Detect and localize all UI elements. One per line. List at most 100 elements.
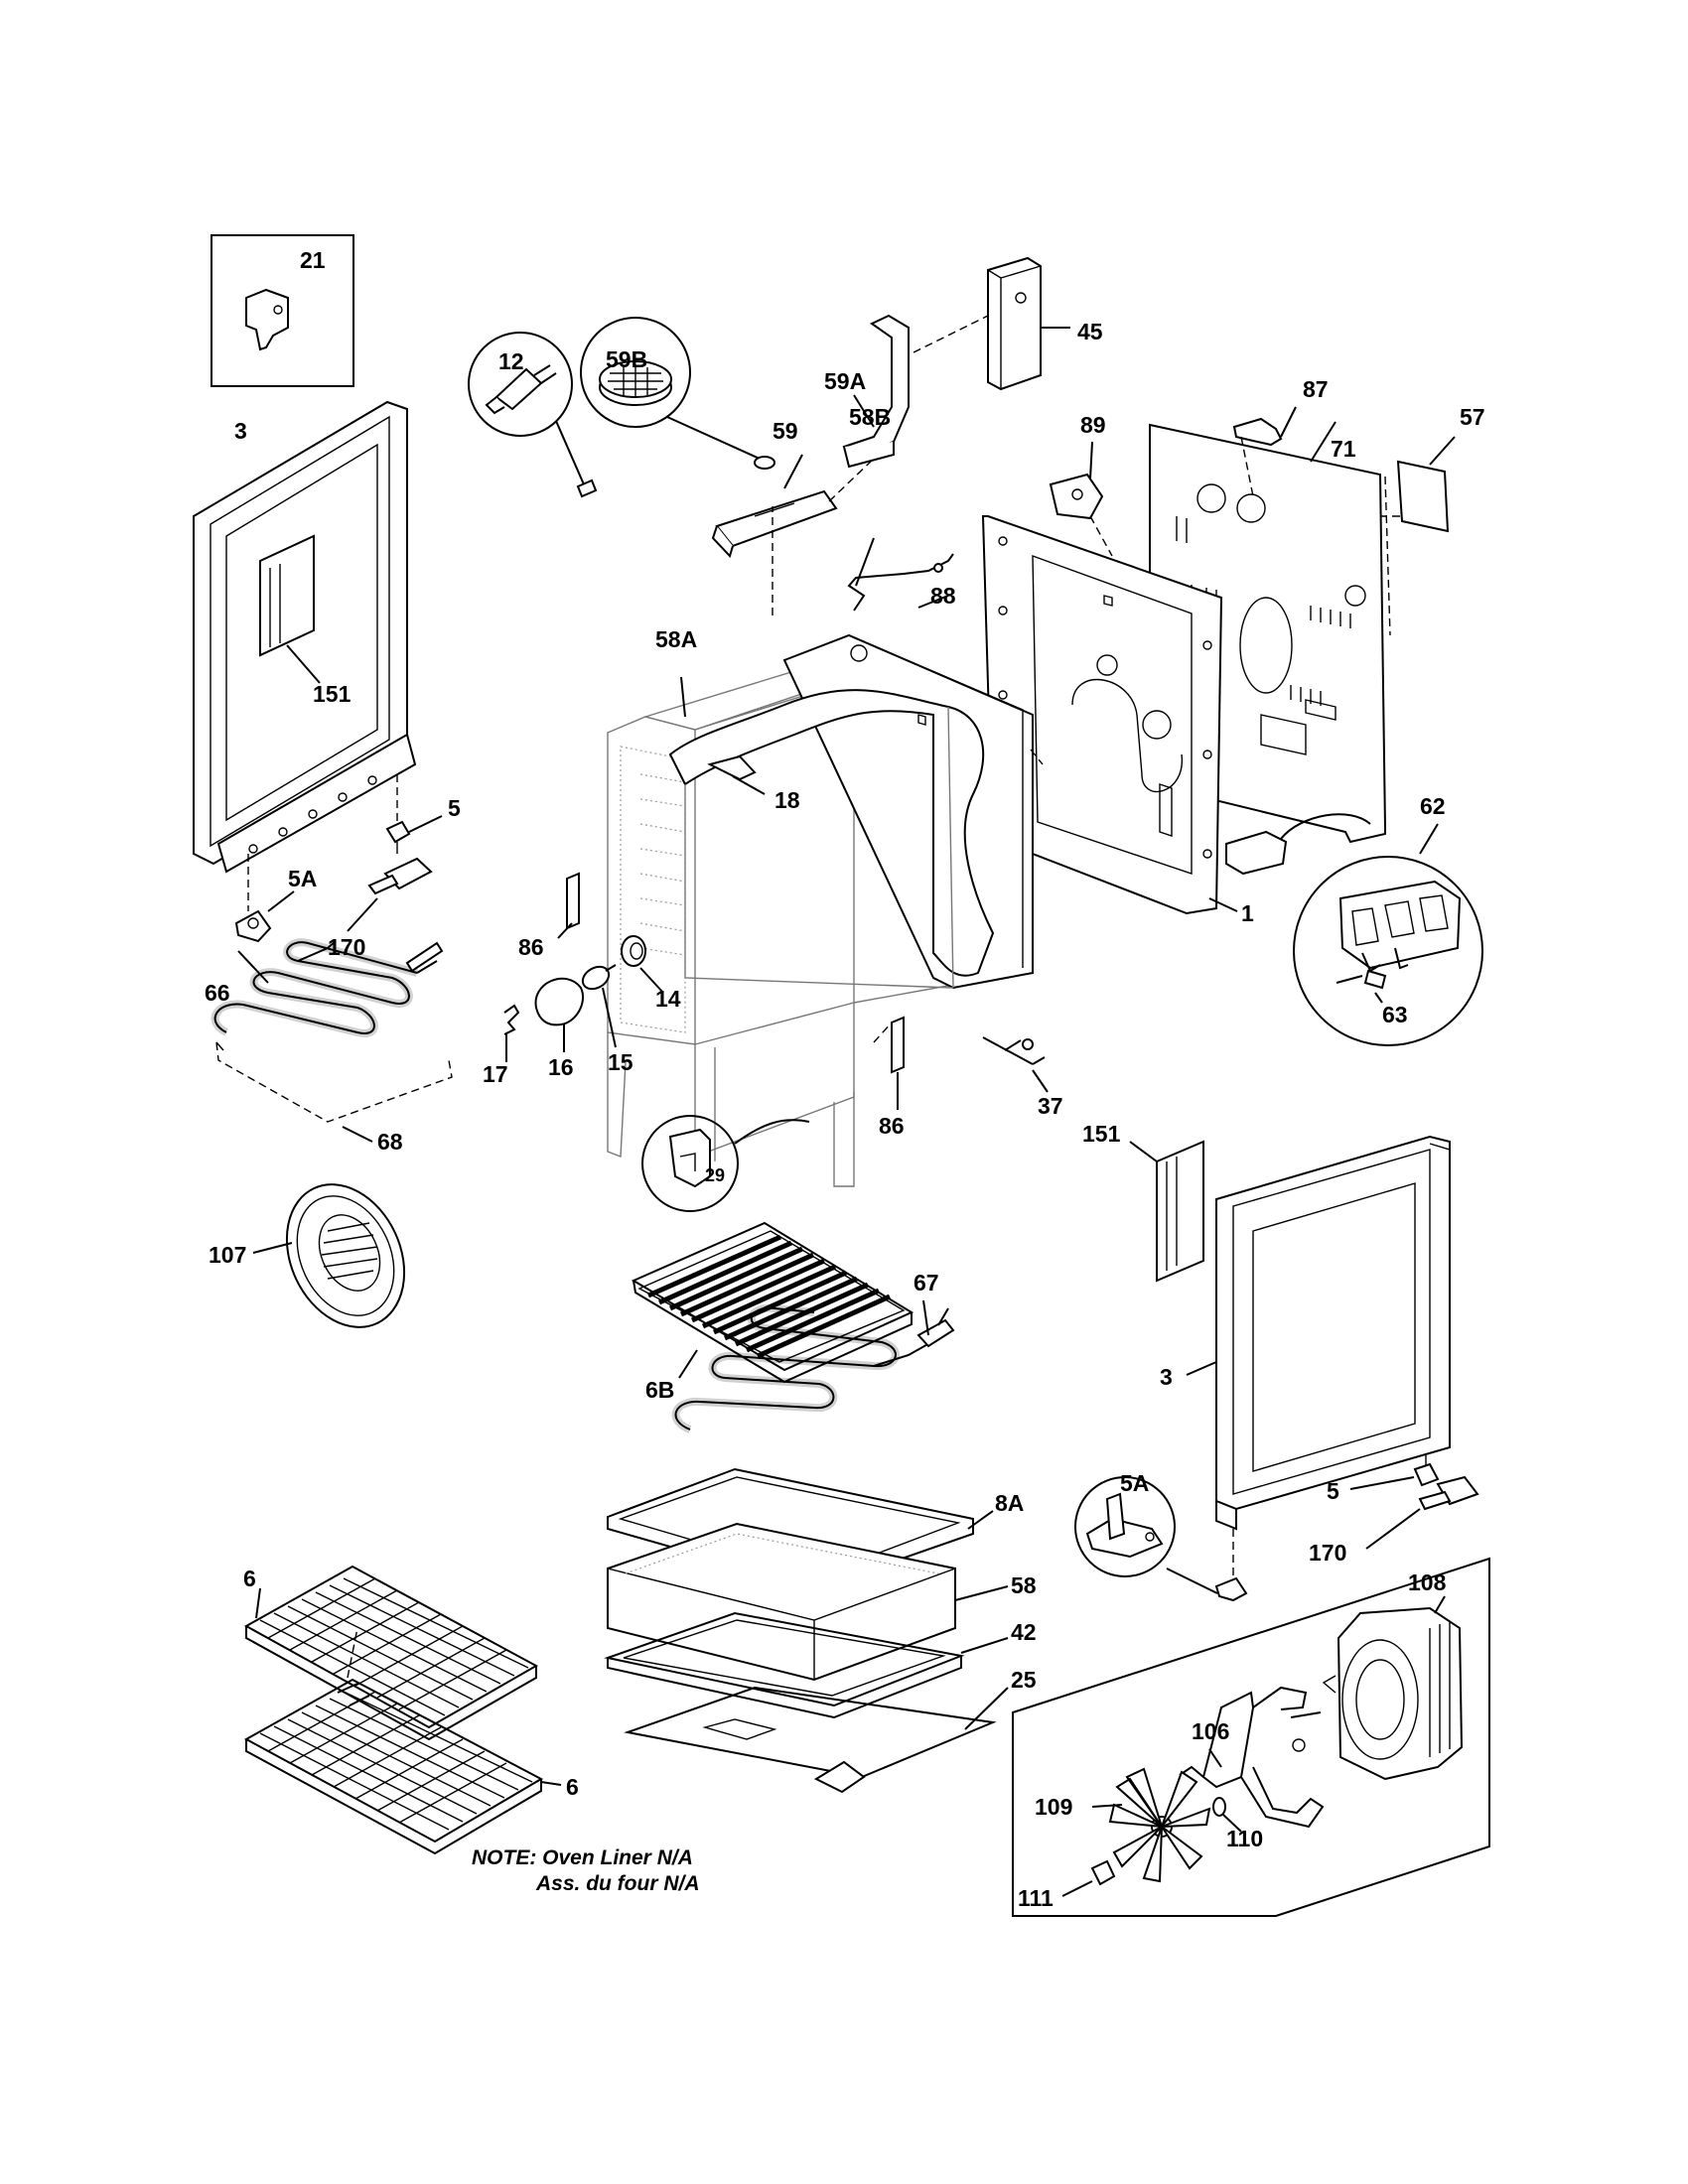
bracket-86-right <box>891 1016 905 1074</box>
note-line-2: Ass. du four N/A <box>535 1872 700 1895</box>
part-5a-inset <box>1074 1476 1176 1577</box>
label-14: 14 <box>655 986 681 1012</box>
label-29: 29 <box>705 1165 725 1185</box>
lamp-socket-14 <box>621 935 646 967</box>
label-170-right: 170 <box>1309 1540 1346 1566</box>
part-59b-inset <box>580 317 691 428</box>
label-111: 111 <box>1018 1885 1054 1911</box>
label-108: 108 <box>1408 1570 1447 1595</box>
label-86-left: 86 <box>518 934 544 960</box>
part-21-inset <box>211 234 354 387</box>
label-6-bottom: 6 <box>566 1774 579 1800</box>
part-29-inset <box>641 1115 739 1212</box>
lamp-cover-16 <box>534 977 584 1026</box>
label-15: 15 <box>608 1049 633 1075</box>
label-59: 59 <box>773 418 798 444</box>
left-hinge-170 <box>367 857 433 895</box>
left-bracket-151 <box>259 534 315 657</box>
label-59b: 59B <box>606 346 647 372</box>
label-5a-right: 5A <box>1120 1470 1149 1496</box>
label-3-left: 3 <box>234 418 247 444</box>
label-88: 88 <box>930 583 956 609</box>
label-170-left: 170 <box>328 934 365 960</box>
label-1: 1 <box>1241 900 1254 926</box>
label-5-right: 5 <box>1327 1478 1339 1504</box>
label-59a: 59A <box>824 368 866 394</box>
terminal-block <box>1225 830 1288 876</box>
label-12: 12 <box>498 348 524 374</box>
label-8a: 8A <box>995 1490 1024 1516</box>
broil-element-66 <box>211 938 444 1037</box>
label-57: 57 <box>1460 404 1485 430</box>
oven-insulation-58 <box>668 633 1034 990</box>
convection-fan-inset <box>1012 1557 1490 1917</box>
broil-shield-68 <box>215 1041 453 1123</box>
label-63: 63 <box>1382 1002 1408 1027</box>
label-67: 67 <box>914 1270 939 1296</box>
label-5-left: 5 <box>448 795 461 821</box>
bottom-plate-25 <box>624 1686 997 1794</box>
label-151-left: 151 <box>313 681 352 707</box>
convection-cover-107 <box>285 1183 406 1328</box>
label-71: 71 <box>1331 436 1356 462</box>
label-58a: 58A <box>655 626 697 652</box>
rear-wall-1 <box>981 515 1223 915</box>
right-screw-5 <box>1413 1455 1440 1487</box>
washer-110 <box>1212 1797 1226 1817</box>
label-6b: 6B <box>645 1377 674 1403</box>
label-17: 17 <box>483 1061 508 1087</box>
label-58b: 58B <box>849 404 891 430</box>
label-18: 18 <box>774 787 800 813</box>
label-16: 16 <box>548 1054 574 1080</box>
lamp-bulb-15 <box>581 964 617 991</box>
left-hinge-5a <box>234 909 272 943</box>
label-21: 21 <box>300 247 326 273</box>
label-37: 37 <box>1038 1093 1063 1119</box>
label-3-right: 3 <box>1160 1364 1173 1390</box>
cover-plate-57 <box>1396 460 1450 533</box>
label-25: 25 <box>1011 1667 1037 1693</box>
right-side-panel <box>1215 1135 1451 1531</box>
label-68: 68 <box>377 1129 403 1155</box>
vent-duct-59a <box>842 314 910 469</box>
note-line-1: NOTE: Oven Liner N/A <box>472 1846 693 1869</box>
label-5a-left: 5A <box>288 866 317 891</box>
oven-rack-6-top <box>243 1565 539 1741</box>
right-hinge-5a <box>1214 1576 1248 1602</box>
bake-element-67 <box>671 1303 955 1433</box>
part-labels: 21 3 151 5 5A 170 66 68 107 59B 59 59A 4… <box>205 247 1485 1911</box>
label-89: 89 <box>1080 412 1106 438</box>
label-110: 110 <box>1226 1826 1263 1851</box>
left-side-panel <box>193 400 417 874</box>
label-87: 87 <box>1303 376 1329 402</box>
right-bracket-151 <box>1156 1140 1204 1283</box>
fan-motor-108 <box>1290 1606 1464 1781</box>
bracket-89 <box>1049 473 1104 520</box>
wire-37 <box>982 1036 1046 1065</box>
label-45: 45 <box>1077 319 1103 344</box>
bottom-tray-42 <box>604 1611 965 1719</box>
label-42: 42 <box>1011 1619 1037 1645</box>
vent-duct-59 <box>711 489 838 558</box>
label-58: 58 <box>1011 1572 1037 1598</box>
label-106: 106 <box>1192 1718 1229 1744</box>
part-62-inset <box>1293 856 1483 1046</box>
vent-duct-45 <box>987 256 1042 391</box>
label-66: 66 <box>205 980 230 1006</box>
oven-rack-6-bottom <box>243 1678 544 1855</box>
nut-111 <box>1090 1859 1116 1886</box>
lamp-clip-17 <box>503 1004 520 1035</box>
label-151-right: 151 <box>1082 1121 1121 1147</box>
oven-rack-6b <box>631 1221 914 1384</box>
bracket-87 <box>1232 417 1283 447</box>
bracket-86-left <box>566 872 580 930</box>
fan-blade-109 <box>1108 1767 1211 1883</box>
label-62: 62 <box>1420 793 1446 819</box>
label-6-top: 6 <box>243 1566 256 1591</box>
insulation-58 <box>607 1522 956 1682</box>
label-109: 109 <box>1035 1794 1072 1820</box>
part-12-inset <box>468 332 573 437</box>
label-107: 107 <box>209 1242 246 1268</box>
left-screw-5 <box>385 820 411 854</box>
